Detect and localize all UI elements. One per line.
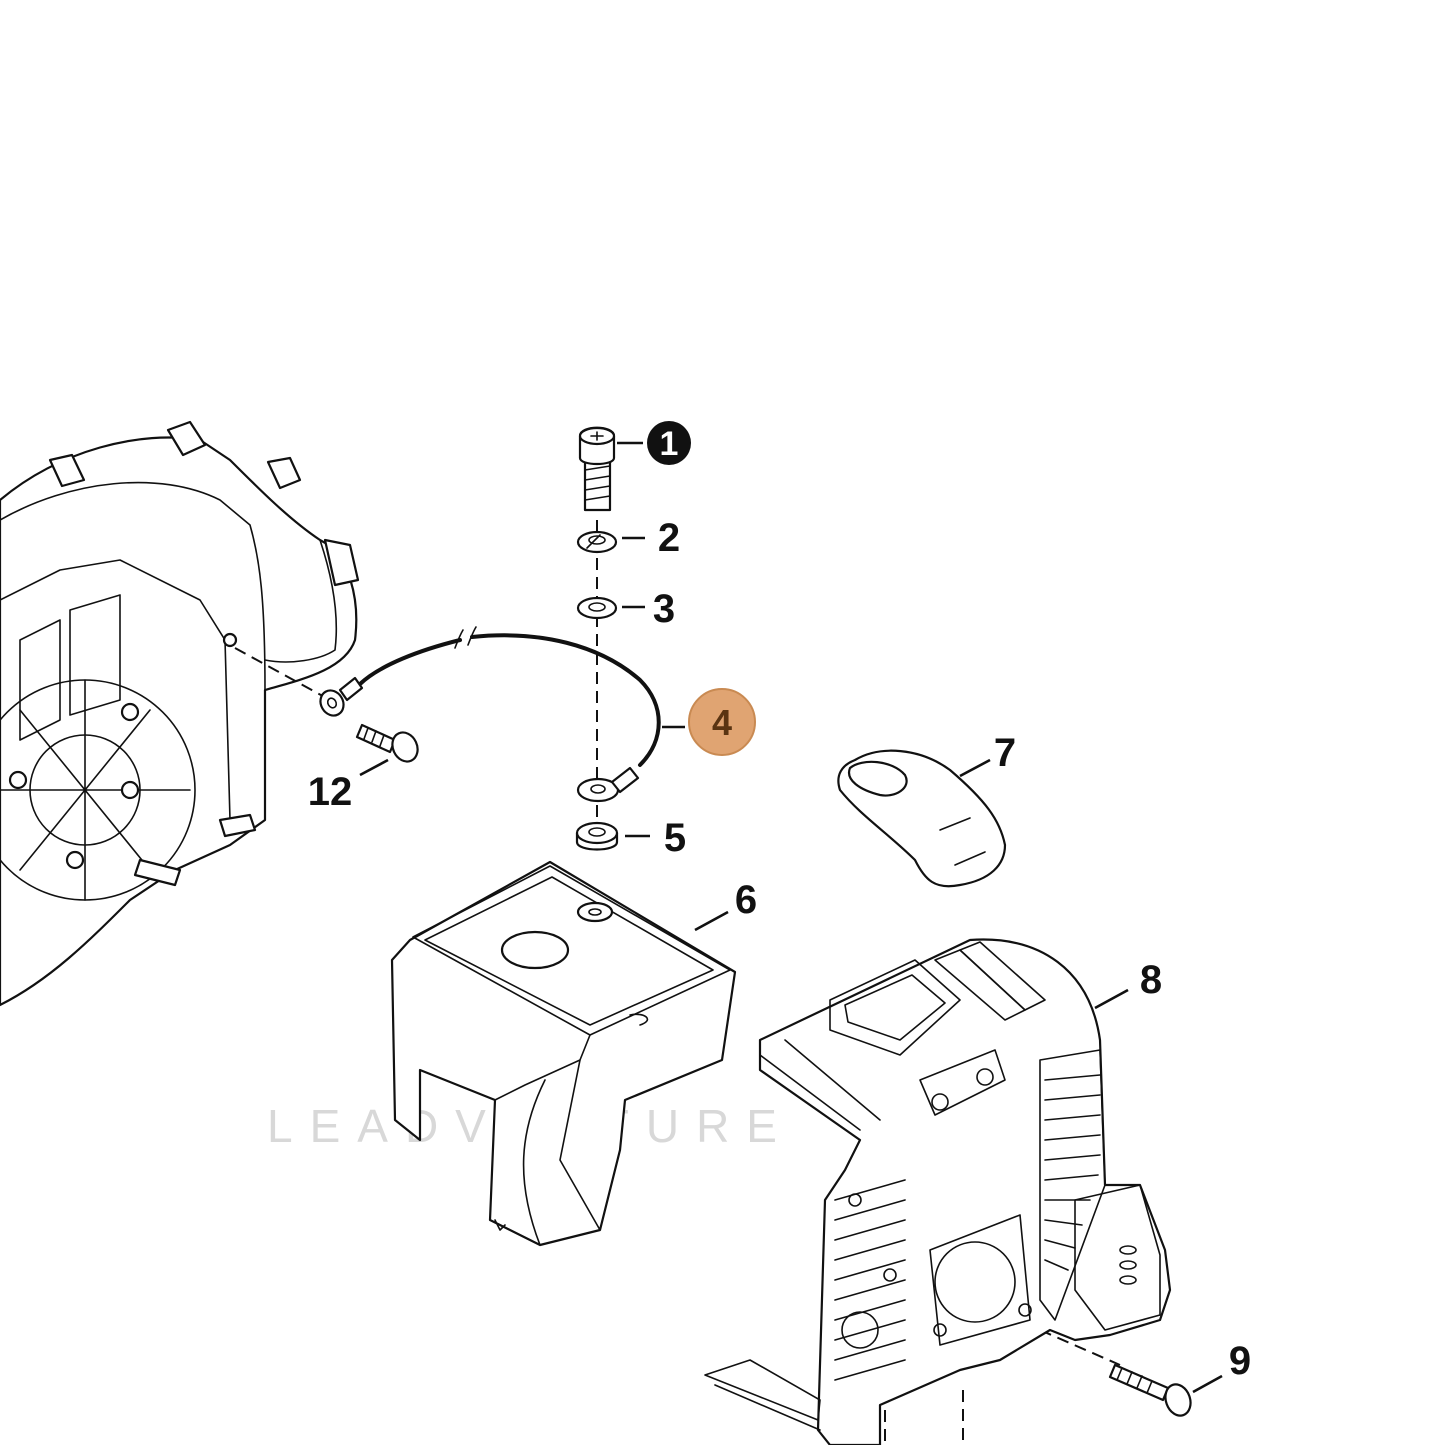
leader-7 bbox=[959, 758, 991, 778]
leader-9 bbox=[1192, 1374, 1223, 1394]
callout-4-highlight bbox=[688, 688, 756, 756]
leader-12 bbox=[359, 758, 389, 777]
part-4-ground-wire bbox=[319, 626, 661, 803]
part-7-cap bbox=[837, 749, 1007, 888]
callout-7-label: 7 bbox=[994, 731, 1016, 775]
callout-1-label: 1 bbox=[660, 425, 679, 463]
ring-terminal-left bbox=[319, 676, 364, 717]
callout-4: 4 bbox=[688, 688, 756, 756]
callout-8-label: 8 bbox=[1140, 958, 1162, 1002]
part-9-screw bbox=[1108, 1363, 1192, 1417]
callout-2-label: 2 bbox=[658, 516, 680, 560]
callout-6-label: 6 bbox=[735, 878, 757, 922]
callout-1-badge bbox=[647, 421, 691, 465]
part-1-screw bbox=[578, 426, 616, 512]
part-3-washer bbox=[576, 596, 618, 620]
part-12-screw bbox=[355, 723, 419, 763]
ring-terminal-right bbox=[576, 766, 640, 803]
callout-5-label: 5 bbox=[664, 816, 686, 860]
part-6-cover bbox=[390, 860, 737, 1247]
blower-housing bbox=[0, 420, 360, 1007]
callout-9-label: 9 bbox=[1229, 1339, 1251, 1383]
callout-12-label: 12 bbox=[308, 770, 353, 814]
callout-4-label: 4 bbox=[712, 702, 732, 743]
leader-6 bbox=[694, 910, 729, 932]
part-2-spring-washer bbox=[576, 530, 618, 554]
leader-8 bbox=[1094, 988, 1129, 1010]
part-5-spacer-washer bbox=[575, 821, 619, 851]
callout-3-label: 3 bbox=[653, 587, 675, 631]
assembly-line-housing bbox=[1039, 1329, 1121, 1366]
part-8-engine-housing bbox=[704, 938, 1172, 1445]
callout-1: 1 bbox=[647, 421, 691, 465]
